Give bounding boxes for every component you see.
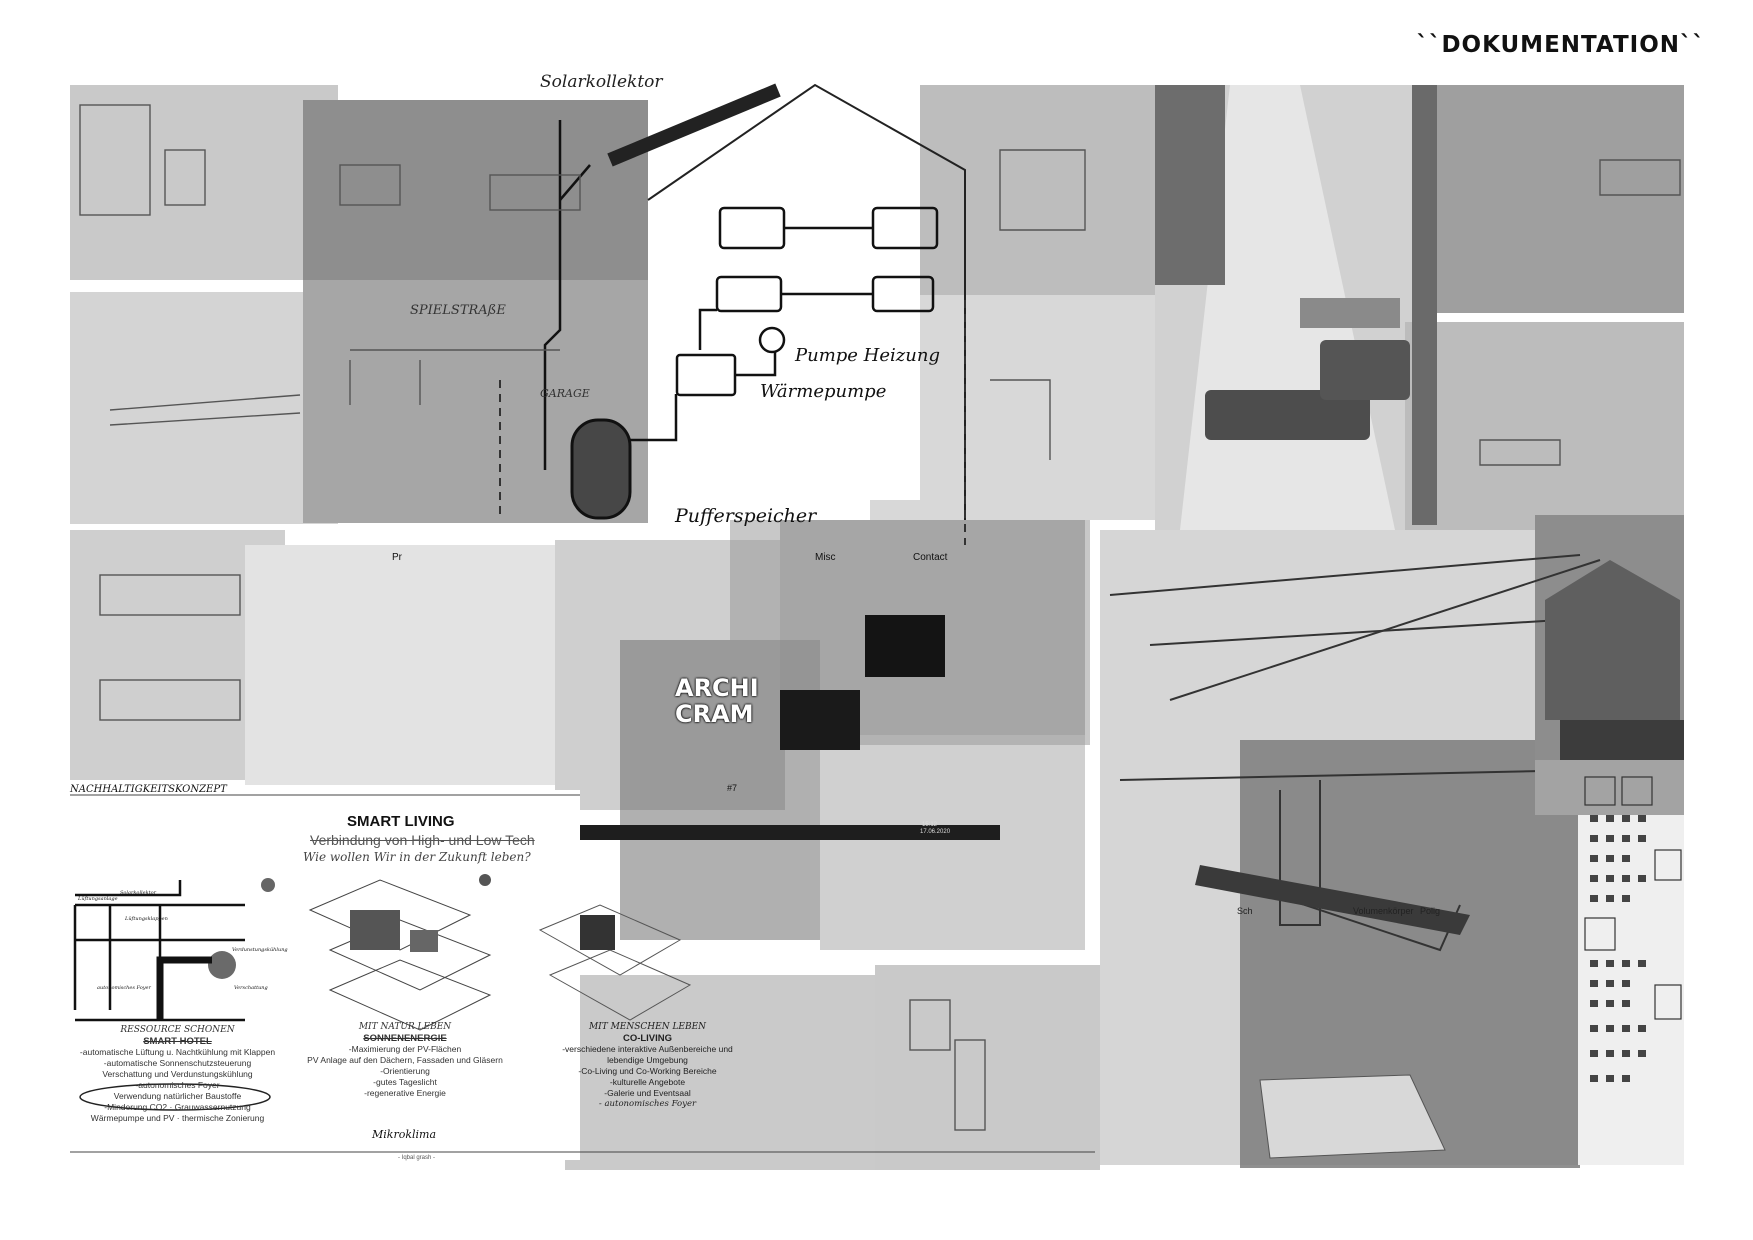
label-volumenkoerper: Volumenkörper xyxy=(1353,906,1414,916)
photo-dark-top xyxy=(303,100,648,280)
concept-col-3: MIT MENSCHEN LEBEN CO-LIVING -verschiede… xyxy=(555,1022,740,1110)
col-1-line: Verwendung natürlicher Baustoffe xyxy=(113,1091,242,1101)
diagram-label-1: Lüftungsanlage xyxy=(78,896,118,902)
col-3-line: -Galerie und Eventsaal xyxy=(604,1088,691,1098)
logo-line-1: ARCHI xyxy=(675,674,759,702)
col-2-line: -Maximierung der PV-Flächen xyxy=(348,1044,462,1054)
screen-popup xyxy=(865,615,945,677)
facade-sketch xyxy=(1412,85,1684,313)
concept-col-2: MIT NATUR LEBEN SONNENENERGIE -Maximieru… xyxy=(300,1022,510,1099)
taskbar-time: 15:12 xyxy=(922,822,938,828)
sketch-sheet-left-mid xyxy=(70,292,338,524)
concept-signature: Mikroklima xyxy=(372,1128,437,1141)
col-1-line: -autonomisches Foyer xyxy=(135,1080,220,1090)
diagram-label-4: Verdunstungskühlung xyxy=(232,947,288,953)
label-pumpe-heizung: Pumpe Heizung xyxy=(795,345,940,366)
col-1-line: -automatische Sonnenschutzsteuerung xyxy=(103,1058,252,1068)
screen-tab-misc[interactable]: Misc xyxy=(815,552,836,563)
concept-footer: - Iqbal grash - xyxy=(398,1155,436,1161)
col-1-line: Wärmepumpe und PV · thermische Zonierung xyxy=(90,1113,265,1123)
concept-subtitle: Verbindung von High- und Low Tech xyxy=(310,832,535,848)
col-3-line: -verschiedene interaktive Außenbereiche … xyxy=(562,1044,733,1065)
col-2-line: -Orientierung xyxy=(380,1066,430,1076)
diagram-label-2: Solarkollektor xyxy=(120,890,157,896)
archi-logo: ARCHI CRAM xyxy=(675,675,759,727)
diagram-label-5: autonomisches Foyer xyxy=(97,985,151,991)
concept-title: SMART LIVING xyxy=(347,813,455,830)
label-pufferspeicher: Pufferspeicher xyxy=(675,505,817,527)
col-2-hand: MIT NATUR LEBEN xyxy=(358,1022,452,1032)
paper-site-plan xyxy=(245,545,555,785)
col-2-head: SONNENENERGIE xyxy=(363,1033,447,1044)
logo-line-2: CRAM xyxy=(675,700,754,728)
col-2-line: PV Anlage auf den Dächern, Fassaden und … xyxy=(307,1055,503,1065)
screen-page-number: #7 xyxy=(727,783,738,793)
label-polig: Polig xyxy=(1420,906,1441,916)
facade-sketch-2 xyxy=(1405,322,1684,550)
label-sch: Sch xyxy=(1237,906,1253,916)
concept-col-1: RESSOURCE SCHONEN SMART HOTEL -automatis… xyxy=(70,1025,285,1124)
concept-question: Wie wollen Wir in der Zukunft leben? xyxy=(303,850,531,864)
diagram-label-6: Verschattung xyxy=(234,985,268,991)
label-spielstrasse: SPIELSTRAßE xyxy=(410,303,506,318)
screen-tab-contact[interactable]: Contact xyxy=(913,552,948,563)
screen-tab-pr[interactable]: Pr xyxy=(392,552,402,563)
col-1-line: -automatische Lüftung u. Nachtkühlung mi… xyxy=(79,1047,276,1057)
grey-sheet-bottom xyxy=(565,975,875,1170)
taskbar-date: 17.06.2020 xyxy=(920,829,951,835)
col-3-line: -kulturelle Angebote xyxy=(609,1077,686,1087)
label-waermepumpe: Wärmepumpe xyxy=(760,381,887,402)
col-3-line: - autonomisches Foyer xyxy=(598,1099,697,1109)
label-garage: GARAGE xyxy=(540,387,590,400)
col-1-line: Verschattung und Verdunstungskühlung xyxy=(102,1069,253,1079)
diagram-label-3: Lüftungsklappen xyxy=(125,916,168,922)
col-1-line: -Minderung CO2 · Grauwassernutzung xyxy=(104,1102,251,1112)
plan-sketch-bottom xyxy=(875,965,1100,1170)
concept-heading: NACHHALTIGKEITSKONZEPT xyxy=(70,784,227,795)
col-3-line: -Co-Living und Co-Working Bereiche xyxy=(578,1066,717,1076)
page-title: ``DOKUMENTATION`` xyxy=(1416,32,1705,58)
lower-sketch xyxy=(820,735,1085,950)
taskbar xyxy=(540,825,1000,840)
col-3-head: CO-LIVING xyxy=(622,1033,673,1044)
col-1-head: SMART HOTEL xyxy=(143,1036,212,1047)
col-2-line: -regenerative Energie xyxy=(364,1088,446,1098)
label-solarkollektor: Solarkollektor xyxy=(540,72,663,92)
col-1-hand: RESSOURCE SCHONEN xyxy=(120,1025,235,1035)
sketch-sheet-top-left xyxy=(70,85,338,280)
col-3-hand: MIT MENSCHEN LEBEN xyxy=(588,1022,707,1032)
col-2-line: -gutes Tageslicht xyxy=(373,1077,437,1087)
screen-popup-2 xyxy=(780,690,860,750)
